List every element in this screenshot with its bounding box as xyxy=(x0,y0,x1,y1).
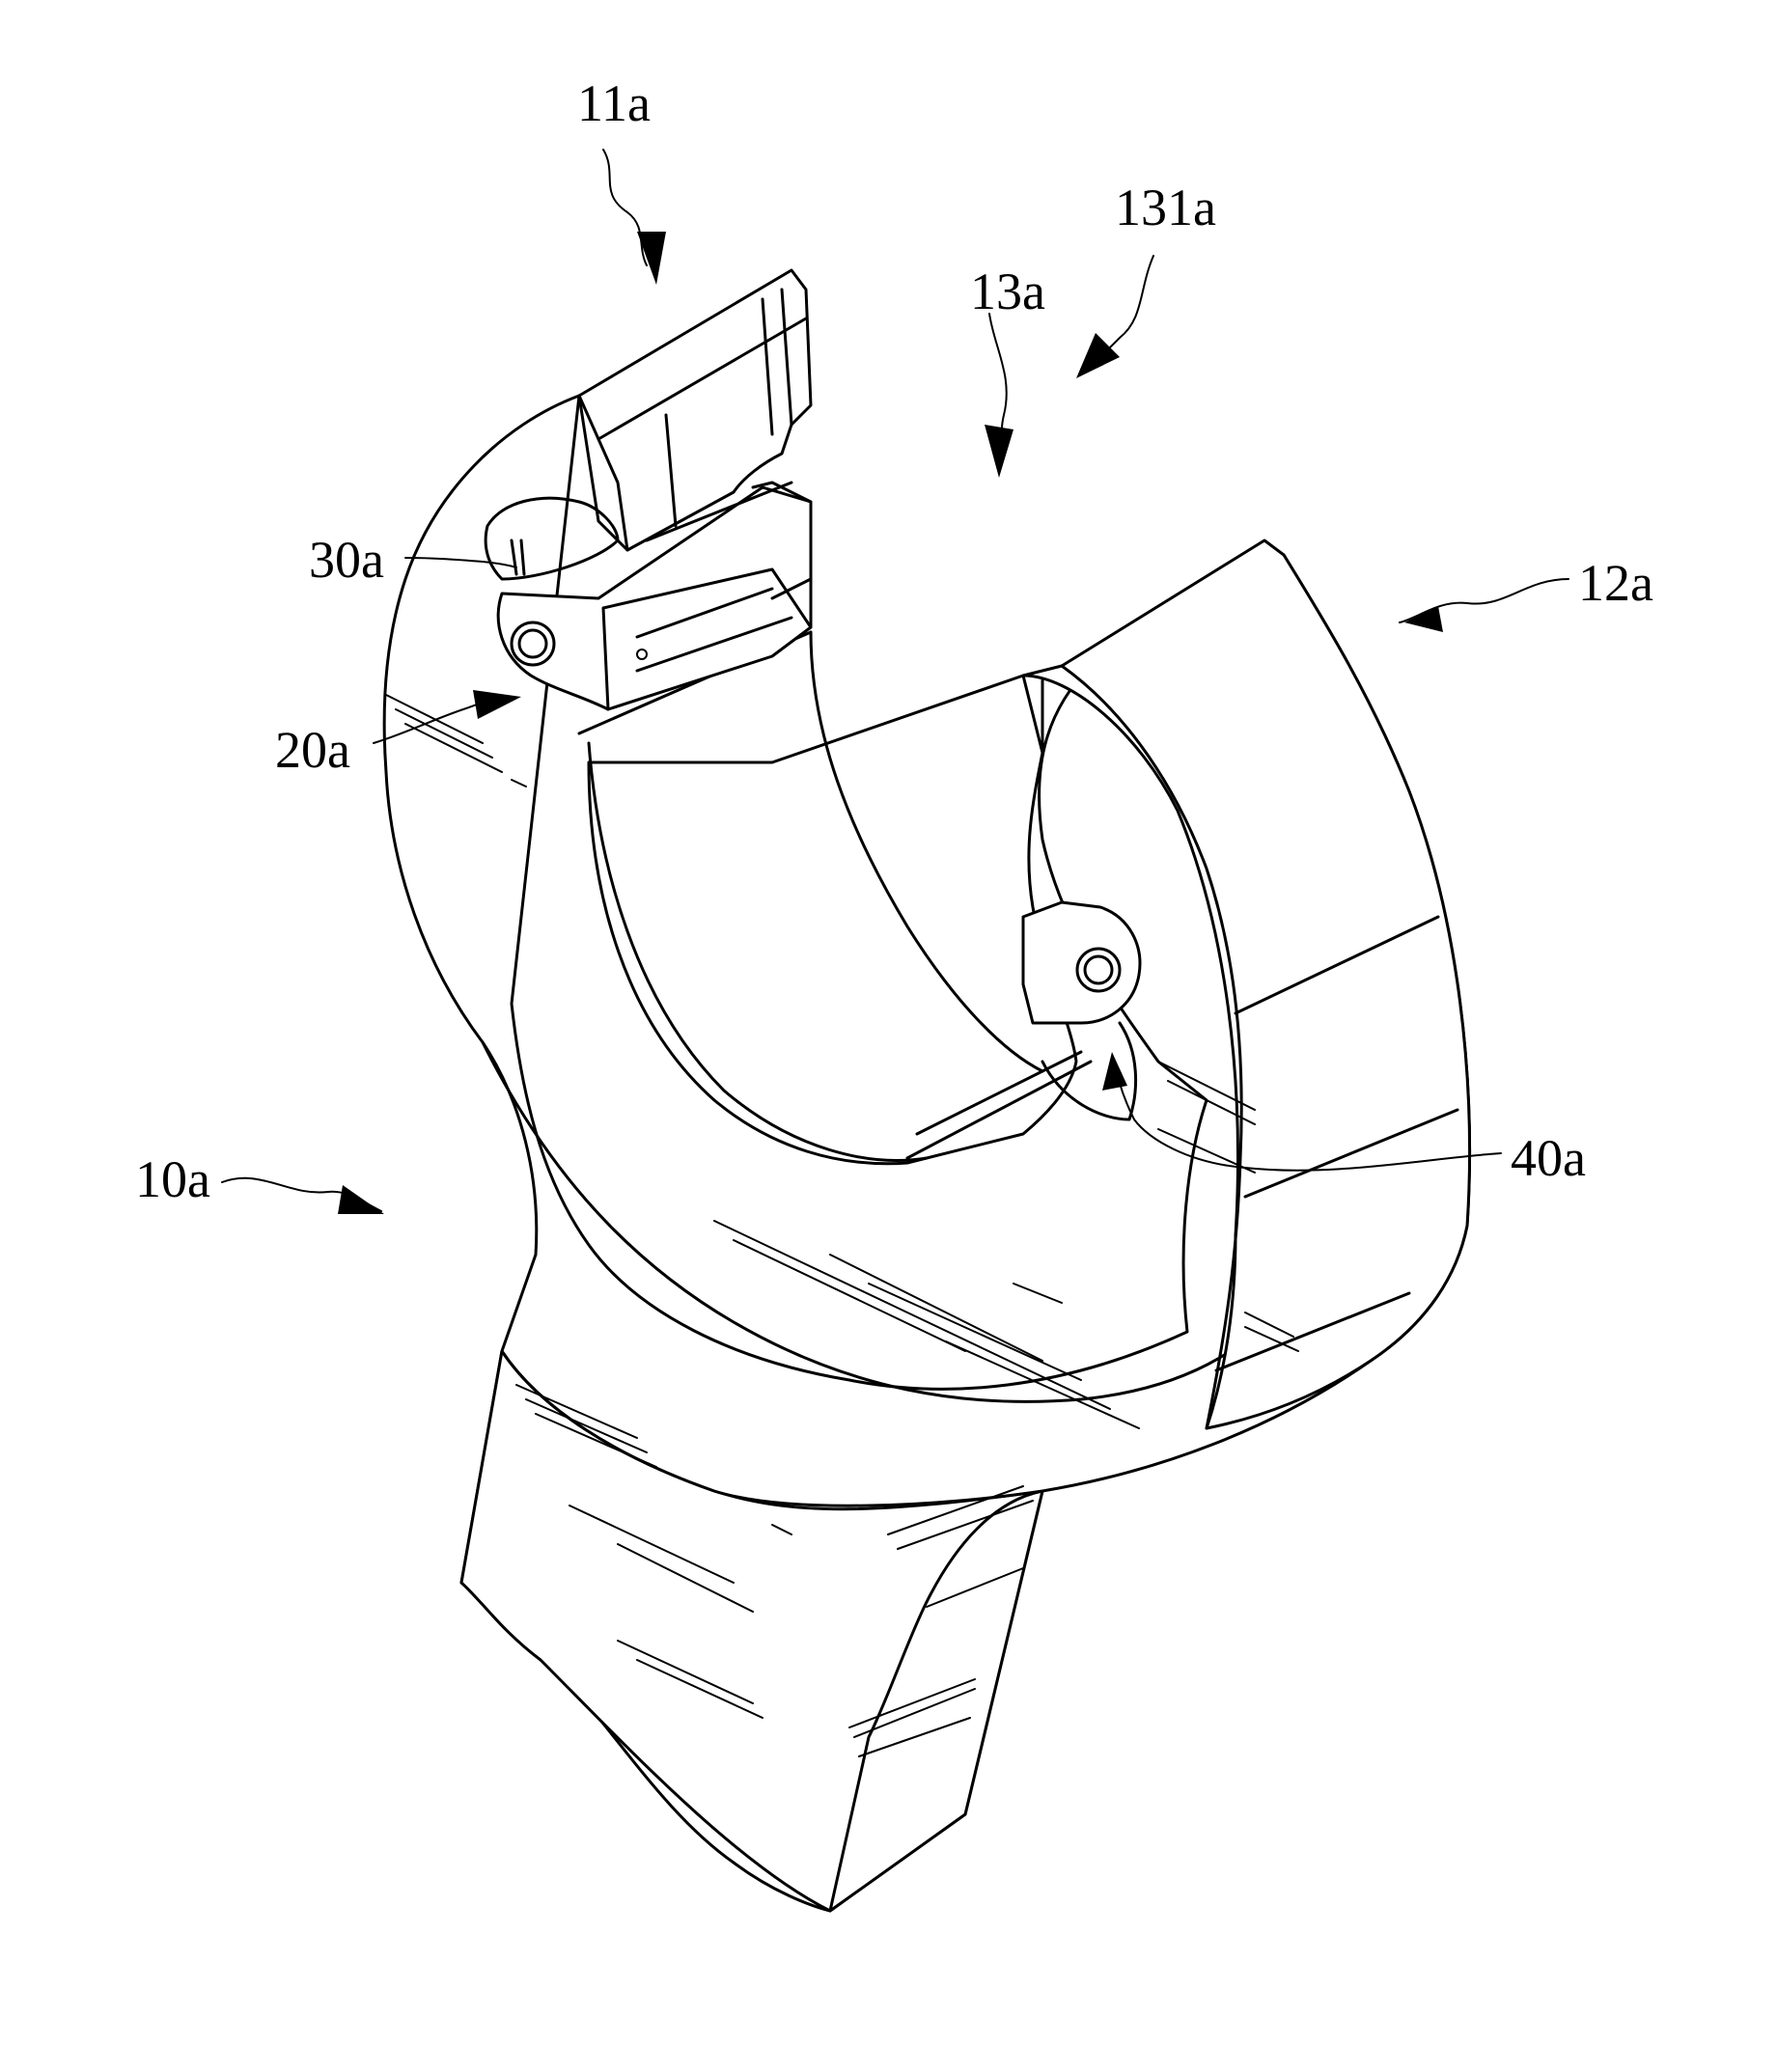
label-12a: 12a xyxy=(1578,554,1653,612)
label-40a: 40a xyxy=(1511,1129,1586,1187)
label-10a: 10a xyxy=(135,1150,210,1208)
leader-11a xyxy=(603,150,666,285)
label-30a: 30a xyxy=(309,531,384,589)
label-131a: 131a xyxy=(1115,179,1216,236)
label-20a: 20a xyxy=(275,721,350,779)
leader-12a xyxy=(1400,579,1569,632)
label-13a: 13a xyxy=(970,262,1045,320)
leader-10a xyxy=(222,1178,384,1214)
wrench-head-body xyxy=(384,270,1469,1911)
label-11a: 11a xyxy=(577,74,651,132)
leader-13a xyxy=(985,314,1013,478)
leader-131a xyxy=(1076,256,1153,378)
